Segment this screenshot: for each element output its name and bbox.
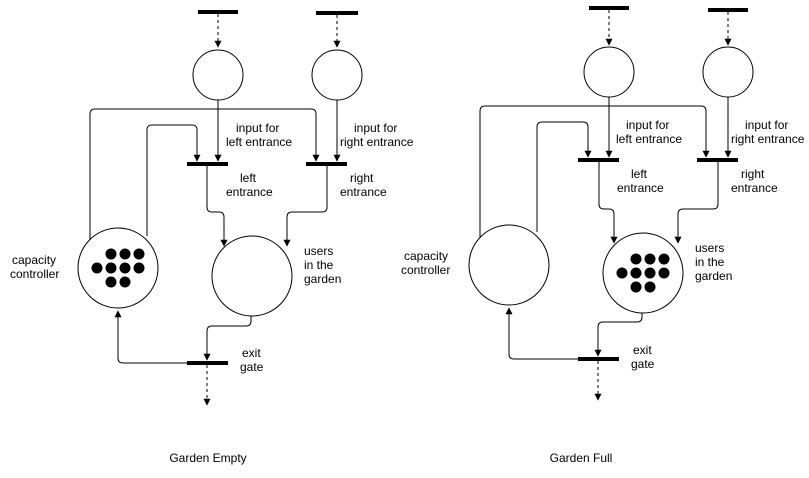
token-2	[644, 253, 656, 265]
place-capacity-controller	[468, 224, 550, 306]
token-2	[119, 248, 131, 260]
place-input-right	[702, 46, 754, 98]
token-1	[630, 253, 642, 265]
token-9	[644, 281, 656, 293]
token-6	[119, 262, 131, 274]
arc-capacity-to-right-entrance	[479, 105, 710, 248]
place-users-in-garden	[602, 232, 684, 314]
arc-left-entrance-to-users	[206, 166, 228, 247]
token-1	[105, 248, 117, 260]
token-3	[133, 248, 145, 260]
arc-right-entrance-to-users	[674, 162, 719, 244]
token-4	[616, 267, 628, 279]
token-5	[105, 262, 117, 274]
arc-capacity-to-right-entrance	[89, 108, 320, 250]
token-9	[119, 276, 131, 288]
token-6	[644, 267, 656, 279]
place-users-in-garden	[211, 235, 293, 317]
place-capacity-controller	[77, 227, 159, 309]
caption-garden-empty: Garden Empty	[169, 451, 246, 465]
token-4	[91, 262, 103, 274]
place-input-right	[311, 49, 363, 101]
arc-capacity-to-left-entrance	[146, 124, 201, 236]
arc-exit-gate-to-capacity	[505, 307, 578, 360]
arc-capacity-to-left-entrance	[536, 121, 592, 232]
arc-users-to-exit-gate	[203, 316, 252, 361]
place-input-left	[192, 49, 244, 101]
token-8	[630, 281, 642, 293]
place-input-left	[583, 46, 635, 98]
token-8	[105, 276, 117, 288]
users-tokens	[616, 253, 670, 293]
arc-users-to-exit-gate	[594, 313, 643, 357]
arc-exit-gate-to-capacity	[114, 310, 187, 364]
arc-left-entrance-to-users	[598, 162, 618, 244]
arc-right-entrance-to-users	[283, 166, 328, 247]
token-3	[658, 253, 670, 265]
token-7	[658, 267, 670, 279]
token-7	[133, 262, 145, 274]
capacity-tokens	[91, 248, 145, 288]
token-5	[630, 267, 642, 279]
caption-garden-full: Garden Full	[550, 451, 613, 465]
